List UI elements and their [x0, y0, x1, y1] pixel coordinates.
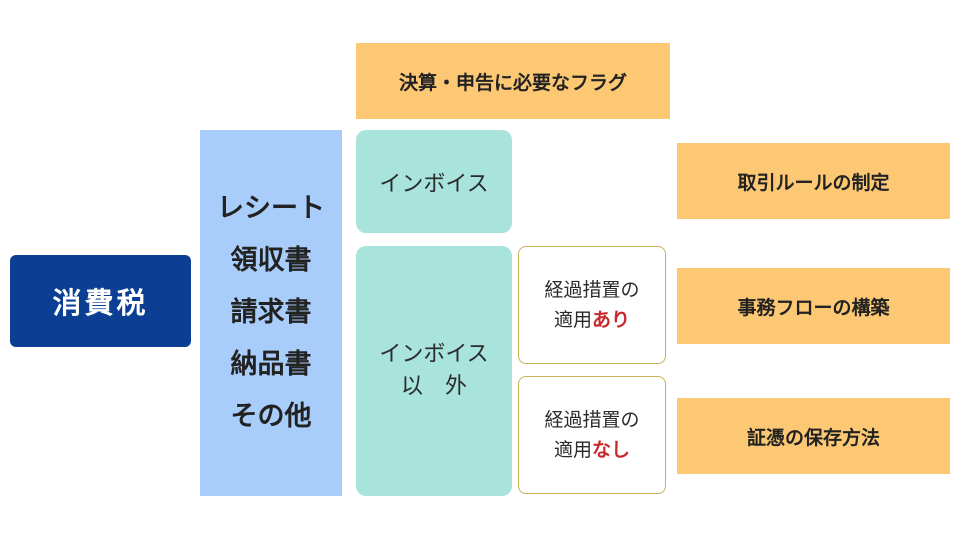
consumption-tax-box: 消費税: [10, 255, 191, 347]
consumption-tax-label: 消費税: [52, 286, 149, 320]
workflow-building-box: 事務フローの構築: [677, 268, 950, 344]
transition-applies-box: 経過措置の 適用あり: [518, 246, 666, 364]
non-invoice-box: インボイス 以 外: [356, 246, 512, 496]
transition-applies-prefix: 適用: [553, 309, 592, 331]
evidence-storage-box: 証憑の保存方法: [677, 398, 950, 474]
doc-delivery-note: 納品書: [230, 349, 312, 380]
transition-not-applies-line1: 経過措置の: [544, 409, 640, 431]
workflow-building-label: 事務フローの構築: [737, 296, 890, 319]
rule-setting-box: 取引ルールの制定: [677, 143, 950, 219]
documents-box: レシート 領収書 請求書 納品書 その他: [200, 130, 342, 496]
rule-setting-label: 取引ルールの制定: [737, 171, 890, 194]
evidence-storage-label: 証憑の保存方法: [746, 426, 880, 449]
transition-not-applies-prefix: 適用: [553, 439, 592, 461]
non-invoice-line1: インボイス: [379, 342, 489, 367]
transition-applies-highlight: あり: [592, 309, 631, 331]
doc-invoice-bill: 請求書: [230, 297, 312, 328]
doc-receipt: レシート: [217, 193, 325, 224]
doc-other: その他: [230, 401, 312, 432]
invoice-box: インボイス: [356, 130, 512, 233]
flag-header-box: 決算・申告に必要なフラグ: [356, 43, 670, 119]
invoice-label: インボイス: [379, 171, 489, 197]
non-invoice-line2: 以 外: [400, 374, 467, 399]
doc-ryoshusho: 領収書: [230, 245, 312, 276]
transition-applies-line1: 経過措置の: [544, 279, 640, 301]
transition-not-applies-box: 経過措置の 適用なし: [518, 376, 666, 494]
transition-not-applies-line2: 適用なし: [554, 435, 630, 465]
transition-not-applies-highlight: なし: [592, 439, 631, 461]
flag-header-label: 決算・申告に必要なフラグ: [398, 71, 627, 94]
transition-applies-line2: 適用あり: [554, 305, 630, 335]
